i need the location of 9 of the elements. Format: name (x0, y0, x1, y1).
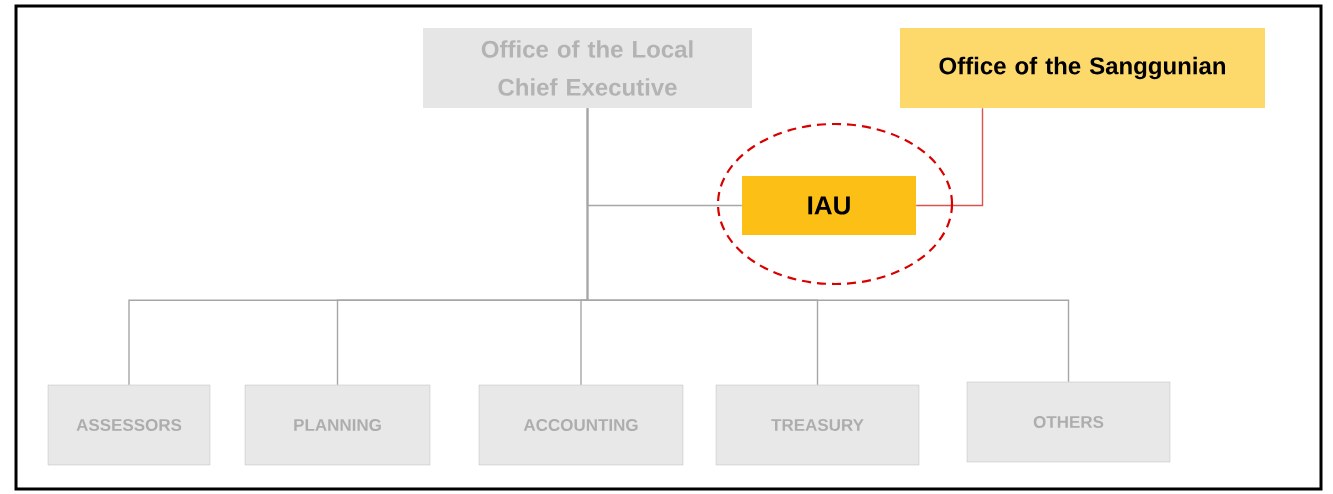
department-box: ASSESSORS (47, 384, 211, 466)
department-box: PLANNING (244, 384, 431, 466)
department-box: OTHERS (966, 381, 1171, 463)
connector-line (586, 107, 1070, 383)
connector-line (915, 107, 984, 207)
highlighted-box: Office of the Sanggunian (900, 28, 1265, 108)
unit-box: IAU (742, 176, 916, 235)
department-box: TREASURY (715, 384, 920, 466)
department-box: ACCOUNTING (478, 384, 684, 466)
